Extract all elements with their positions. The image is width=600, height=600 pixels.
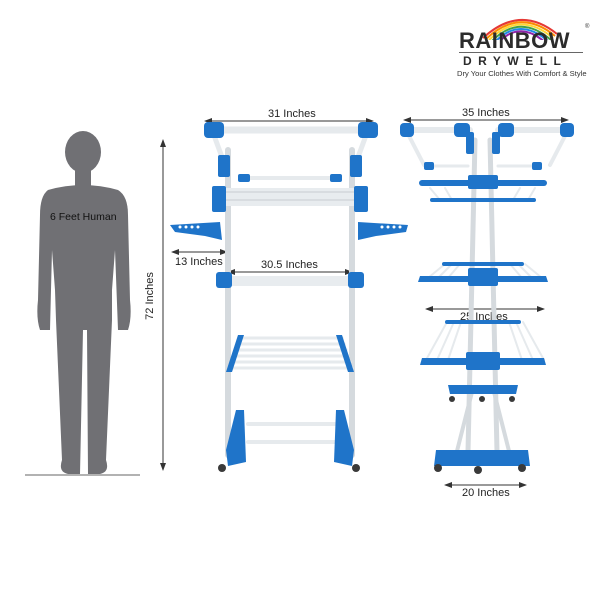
brand-tagline: Dry Your Clothes With Comfort & Style [457, 69, 587, 78]
side-base-width-label: 20 Inches [462, 487, 510, 499]
brand-name: RAINBOW [459, 28, 571, 53]
front-top-width-label: 31 Inches [268, 108, 316, 120]
brand-logo: RAINBOW ® DRYWELL Dry Your Clothes With … [455, 16, 590, 78]
logo-divider [459, 52, 583, 53]
registered-mark: ® [585, 24, 590, 30]
side-top-width-label: 35 Inches [462, 107, 510, 119]
human-label: 6 Feet Human [50, 211, 117, 223]
front-middle-width-label: 30.5 Inches [261, 259, 318, 271]
wing-extension-label: 13 Inches [175, 256, 223, 268]
rainbow-arc-icon [482, 19, 558, 40]
brand-subname: DRYWELL [463, 54, 568, 68]
